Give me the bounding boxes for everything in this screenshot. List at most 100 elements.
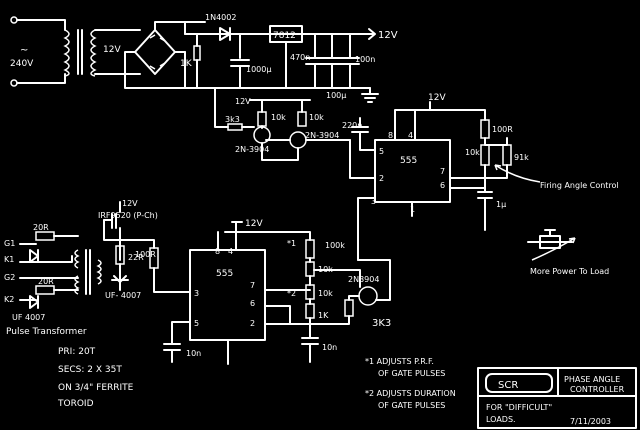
diode-uf-label: UF 4007 <box>12 313 45 322</box>
output-12v-label: 12V <box>378 30 398 41</box>
title-block-frame <box>477 367 637 429</box>
pot-10k-b-label: 10k <box>318 289 333 298</box>
top-pin-8: 8 <box>388 131 393 140</box>
more-power-label: More Power To Load <box>530 267 609 276</box>
diode-label: 1N4002 <box>205 13 236 22</box>
resistor-100r-b-label: 100R <box>135 250 156 259</box>
pulse-transformer-secondary <box>74 249 80 295</box>
diode-uf2-label: UF- 4007 <box>105 291 141 300</box>
mains-wires <box>16 19 66 84</box>
mosfet-gate <box>103 213 117 229</box>
cap-220n <box>351 117 376 151</box>
top-555-chip <box>374 139 451 203</box>
top-pin-4: 4 <box>408 131 413 140</box>
title-line-1: PHASE ANGLE <box>564 375 620 384</box>
transformer-core <box>77 29 83 75</box>
gate-diodes <box>29 249 39 309</box>
resistor-1k-b <box>305 303 315 319</box>
gate-k1-label: K1 <box>4 255 14 264</box>
zc-transistor-b-label: 2N-3904 <box>305 131 339 140</box>
gate-driver-wires <box>103 219 191 293</box>
cap-220n-label: 220n <box>342 121 362 130</box>
cap-10n-a-label: 10n <box>186 349 201 358</box>
transistor-2n3904-c-label: 2N3904 <box>348 275 379 284</box>
firing-angle-label: Firing Angle Control <box>540 181 619 190</box>
zc-resistor-3k3 <box>227 123 243 131</box>
cap-100n <box>340 33 360 89</box>
timing-wires <box>449 137 508 193</box>
pot-10k <box>480 144 490 166</box>
cap-10n-a <box>163 321 191 363</box>
resistor-100r <box>480 119 490 139</box>
notes-section: Pulse Transformer PRI: 20T SECS: 2 X 35T… <box>6 327 456 410</box>
bottom-pin-6: 6 <box>250 299 255 308</box>
top-555-label: 555 <box>400 156 417 166</box>
transformer-secondary <box>90 29 97 77</box>
gate-g2-label: G2 <box>4 273 15 282</box>
resistor-22r-label: 22R <box>128 253 144 262</box>
trigger-wire <box>349 139 376 179</box>
gate-g1-label: G1 <box>4 239 15 248</box>
top-pin-3: 3 <box>371 197 376 206</box>
transformer-primary <box>63 29 70 77</box>
note2-a: *2 ADJUSTS DURATION <box>365 389 456 398</box>
top-pin-7: 7 <box>440 167 445 176</box>
gate-k2-label: K2 <box>4 295 14 304</box>
secondary-voltage-label: 12V <box>103 45 121 55</box>
ground-rail <box>184 51 371 89</box>
note1-b: OF GATE PULSES <box>378 369 445 378</box>
bottom-555-label: 555 <box>216 269 233 279</box>
zc-transistor-b <box>289 131 307 149</box>
title-line-4: LOADS. <box>486 415 516 424</box>
bottom-pin-8: 8 <box>215 247 220 256</box>
resistor-10k-c <box>305 261 315 277</box>
top-555-section: 555 8 4 5 2 7 6 3 1 12V 220n 100R 10k 91… <box>342 93 619 261</box>
pot-direction-section: More Power To Load <box>527 229 609 276</box>
cap-100u <box>322 33 342 89</box>
ac-symbol: ~ <box>20 45 28 56</box>
diode-uf4007-b <box>111 263 129 291</box>
zc-supply-wire <box>249 99 311 113</box>
cap-1000u-label: 1000µ <box>246 65 271 74</box>
mosfet-label: IRF9520 (P-Ch) <box>98 211 158 220</box>
pot-symbol <box>527 229 573 249</box>
pulse-transformer-core <box>85 249 91 295</box>
firing-angle-arrow <box>494 164 541 183</box>
more-power-arrow <box>531 237 576 261</box>
transistor-2n3904-c <box>358 286 378 306</box>
top-555-output-wires <box>357 197 413 261</box>
cap-470n-label: 470n <box>290 53 310 62</box>
resistor-20r-a <box>35 231 55 241</box>
pulse-pri: PRI: 20T <box>58 347 96 357</box>
ac-voltage-label: 240V <box>10 59 34 69</box>
pot-10k-b <box>305 284 315 300</box>
resistor-20r-a-label: 20R <box>33 223 49 232</box>
power-supply-section: ~ 240V 12V 1K 1N4002 1000µ 7812 470n <box>10 13 398 103</box>
secondary-wires <box>94 29 141 75</box>
mosfet-supply-label: 12V <box>122 199 138 208</box>
cap-1u <box>477 191 493 231</box>
rail-link <box>184 21 206 35</box>
zc-resistor-b-label: 10k <box>309 113 324 122</box>
pulse-secs: SECS: 2 X 35T <box>58 365 122 375</box>
title-date: 7/11/2003 <box>570 417 611 426</box>
title-line-2: CONTROLLER <box>570 385 625 394</box>
title-block: SCR PHASE ANGLE CONTROLLER FOR "DIFFICUL… <box>477 367 637 429</box>
cap-470n <box>305 33 325 89</box>
bottom-pin-7: 7 <box>250 281 255 290</box>
zc-transistor-a-label: 2N-3904 <box>235 145 269 154</box>
bottom-pin-4: 4 <box>228 247 233 256</box>
zc-resistor-3k3-label: 3k3 <box>225 115 240 124</box>
output-arrow <box>361 28 376 40</box>
ground-symbol <box>361 87 379 103</box>
title-logo: SCR <box>498 380 518 391</box>
pulse-title: Pulse Transformer <box>6 327 87 337</box>
resistor-20r-b-label: 20R <box>38 277 54 286</box>
zc-resistor-a-label: 10k <box>271 113 286 122</box>
bottom-555-section: 555 8 4 7 6 2 3 5 12V 10n 10n 100k *1 10… <box>163 219 391 365</box>
top-555-supply-wires <box>394 101 486 141</box>
resistor-100r-label: 100R <box>492 125 513 134</box>
top-pin-6: 6 <box>440 181 445 190</box>
gate-driver-section: IRF9520 (P-Ch) 12V 22R UF- 4007 100R G1 … <box>4 199 191 322</box>
